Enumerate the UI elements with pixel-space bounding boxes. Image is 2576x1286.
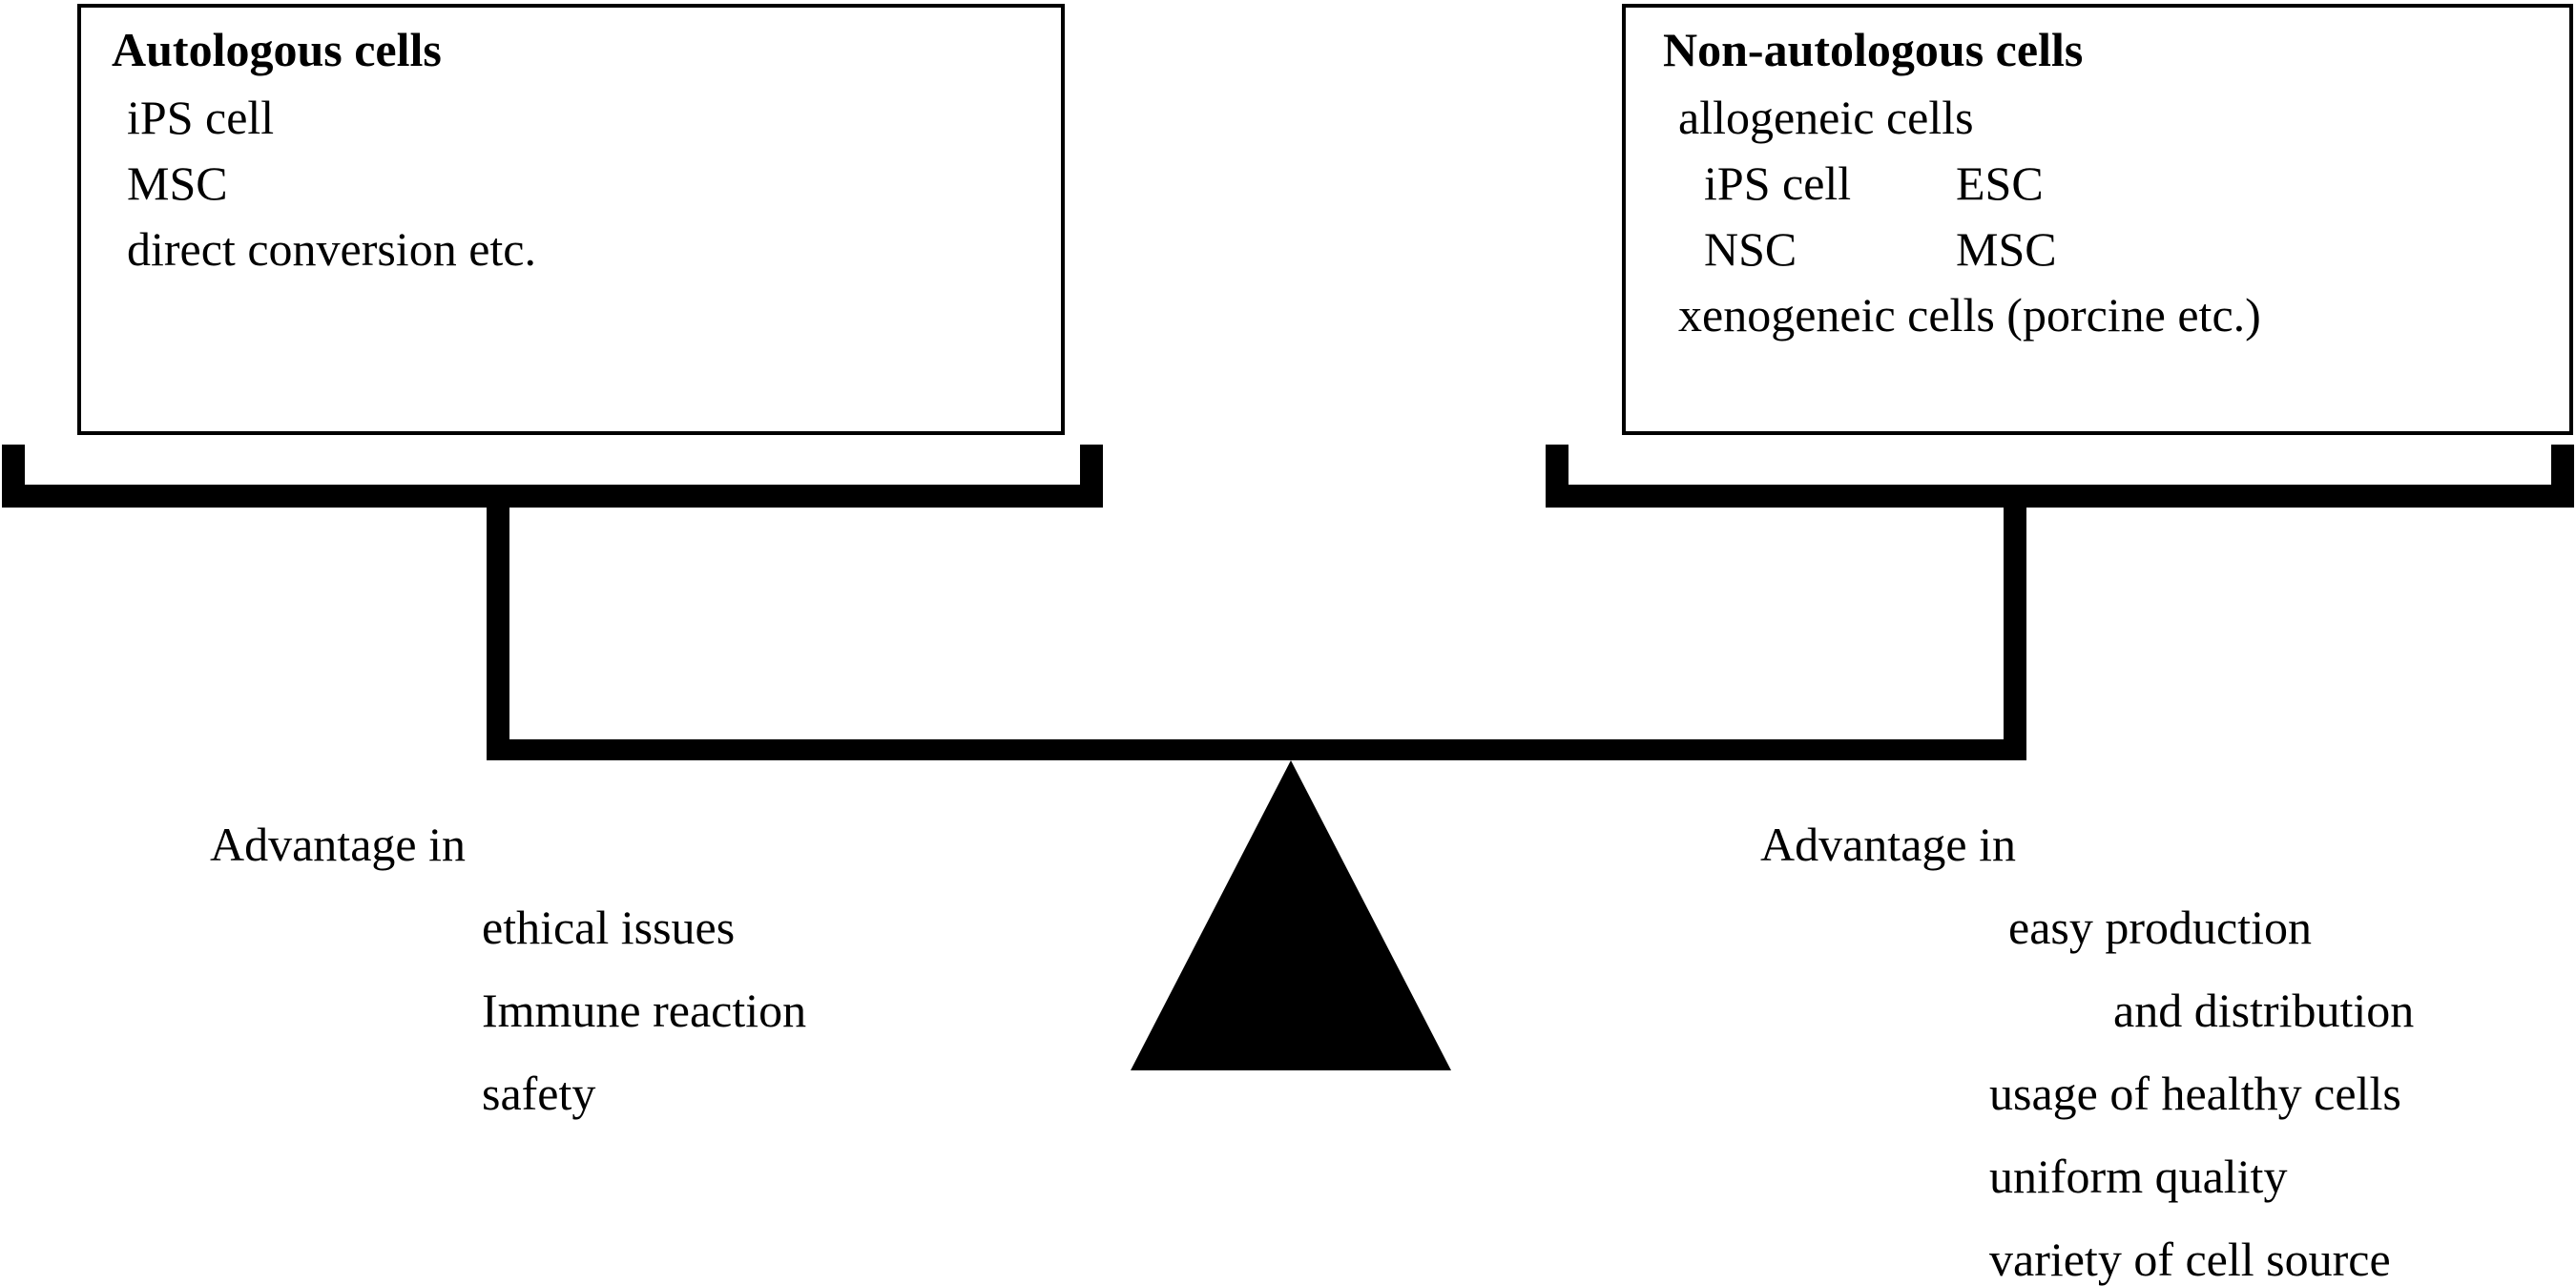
non-autologous-allogeneic-nsc: NSC (1704, 222, 1797, 276)
non-autologous-cells-title: Non-autologous cells (1663, 23, 2084, 76)
non-autologous-allogeneic-ips-cell: iPS cell (1704, 156, 1852, 210)
left-advantage-item-2: Immune reaction (482, 984, 807, 1037)
fulcrum-triangle-icon (1131, 760, 1451, 1070)
right-advantage-item-4: uniform quality (1989, 1150, 2288, 1203)
left-advantage-item-1: ethical issues (482, 901, 736, 954)
left-advantage-item-3: safety (482, 1067, 596, 1120)
autologous-cells-item-1: iPS cell (127, 91, 275, 144)
non-autologous-cells-box: Non-autologous cells allogeneic cells iP… (1622, 4, 2573, 435)
left-hanger-drop-rod (487, 485, 509, 760)
autologous-cells-box: Autologous cells iPS cell MSC direct con… (77, 4, 1065, 435)
autologous-cells-box-content: Autologous cells iPS cell MSC direct con… (81, 8, 1061, 431)
right-advantage-item-2: and distribution (2113, 984, 2415, 1037)
right-advantage-item-5: variety of cell source (1989, 1233, 2391, 1286)
non-autologous-allogeneic-esc: ESC (1956, 156, 2044, 210)
balance-beam (487, 739, 2026, 760)
autologous-cells-title: Autologous cells (112, 23, 442, 76)
left-hanger-crossbar (2, 485, 1103, 508)
left-advantages-heading: Advantage in (210, 818, 466, 871)
autologous-cells-item-2: MSC (127, 156, 228, 210)
right-hanger-drop-rod (2004, 485, 2026, 760)
right-advantage-item-1: easy production (2008, 901, 2312, 954)
non-autologous-cells-box-content: Non-autologous cells allogeneic cells iP… (1626, 8, 2569, 431)
right-hanger-crossbar (1546, 485, 2574, 508)
non-autologous-allogeneic-label: allogeneic cells (1678, 91, 1974, 144)
autologous-cells-item-3: direct conversion etc. (127, 222, 536, 276)
non-autologous-allogeneic-msc: MSC (1956, 222, 2057, 276)
right-advantages-heading: Advantage in (1760, 818, 2016, 871)
non-autologous-xenogeneic-label: xenogeneic cells (porcine etc.) (1678, 288, 2261, 342)
right-advantage-item-3: usage of healthy cells (1989, 1067, 2401, 1120)
